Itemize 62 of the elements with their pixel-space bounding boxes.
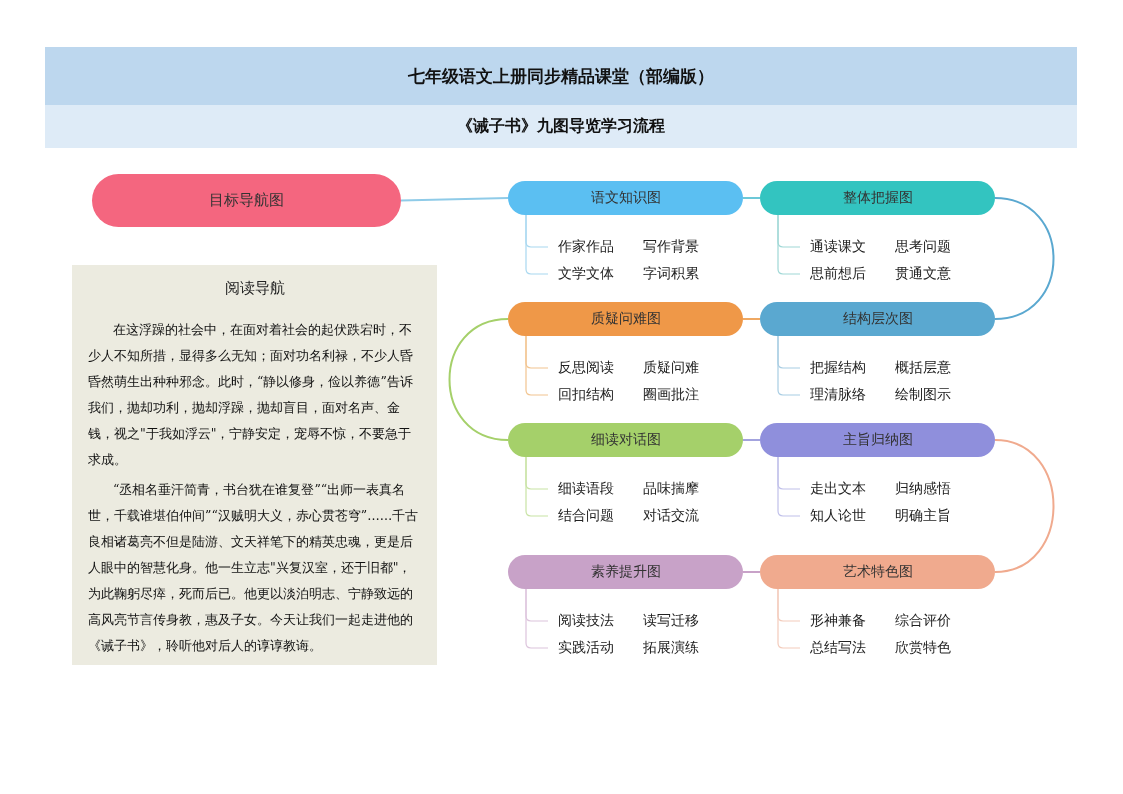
- branch-item: 拓展演练: [643, 639, 699, 657]
- branch-item: 细读语段: [558, 480, 614, 498]
- topic-pill: 质疑问难图: [508, 302, 743, 336]
- branch-line: [777, 588, 801, 649]
- branch-item: 欣赏特色: [895, 639, 951, 657]
- branch-item: 归纳感悟: [895, 480, 951, 498]
- connector-line: [448, 318, 509, 441]
- topic-pill: 语文知识图: [508, 181, 743, 215]
- branch-line: [777, 214, 801, 275]
- branch-item: 概括层意: [895, 359, 951, 377]
- panel-heading: 阅读导航: [223, 279, 286, 298]
- branch-item: 圈画批注: [643, 386, 699, 404]
- topic-pill: 目标导航图: [92, 174, 401, 227]
- branch-item: 质疑问难: [643, 359, 699, 377]
- connector-line: [994, 439, 1055, 573]
- branch-item: 阅读技法: [558, 612, 614, 630]
- connector-line: [742, 571, 761, 573]
- branch-item: 结合问题: [558, 507, 614, 525]
- branch-item: 对话交流: [643, 507, 699, 525]
- connector-line: [742, 197, 761, 199]
- connector-line: [742, 439, 761, 441]
- branch-item: 思考问题: [895, 238, 951, 256]
- branch-item: 反思阅读: [558, 359, 614, 377]
- topic-pill: 整体把握图: [760, 181, 995, 215]
- branch-item: 实践活动: [558, 639, 614, 657]
- topic-pill: 结构层次图: [760, 302, 995, 336]
- panel-paragraph: 在这浮躁的社会中，在面对着社会的起伏跌宕时，不少人不知所措，显得多么无知；面对功名利禄，不少人昏昏然萌生出种种邪念。此时，“静以修身，俭以养德”告诉我们，抛却功利，抛却浮躁，抛却盲目，面对名声、金钱，视之"于我如浮云"，宁静安定，宠辱不惊，不要急于求成。: [88, 321, 414, 469]
- branch-item: 知人论世: [810, 507, 866, 525]
- branch-item: 理清脉络: [810, 386, 866, 404]
- branch-item: 明确主旨: [895, 507, 951, 525]
- branch-item: 绘制图示: [895, 386, 951, 404]
- branch-line: [525, 588, 549, 649]
- topic-pill: 艺术特色图: [760, 555, 995, 589]
- branch-item: 走出文本: [810, 480, 866, 498]
- subtitle-banner: 《诫子书》九图导览学习流程: [45, 105, 1077, 148]
- branch-item: 文学文体: [558, 265, 614, 283]
- branch-item: 写作背景: [643, 238, 699, 256]
- branch-item: 综合评价: [895, 612, 951, 630]
- connector-line: [994, 197, 1055, 320]
- branch-item: 把握结构: [810, 359, 866, 377]
- panel-paragraph: “丞相名垂汗简青，书台犹在谁复登”“出师一表真名世，千载谁堪伯仲间”“汉贼明大义，赤心贯苍穹”……千古良相诸葛亮不但是陆游、文天祥笔下的精英忠魂，更是后人眼中的智慧化身。他一生立志"兴复汉室，还于旧都"，为此鞠躬尽瘁，死而后已。他更以淡泊明志、宁静致远的高风亮节言传身教，惠及子女。今天让我们一起走进他的《诫子书》，聆听他对后人的谆谆教诲。: [88, 481, 420, 655]
- branch-line: [525, 456, 549, 517]
- topic-pill: 素养提升图: [508, 555, 743, 589]
- branch-item: 总结写法: [810, 639, 866, 657]
- branch-line: [525, 335, 549, 396]
- connector-line: [400, 197, 509, 202]
- connector-line: [742, 318, 761, 320]
- branch-item: 通读课文: [810, 238, 866, 256]
- branch-item: 字词积累: [643, 265, 699, 283]
- topic-pill: 主旨归纳图: [760, 423, 995, 457]
- branch-item: 思前想后: [810, 265, 866, 283]
- topic-pill: 细读对话图: [508, 423, 743, 457]
- branch-item: 读写迁移: [643, 612, 699, 630]
- branch-line: [777, 456, 801, 517]
- branch-line: [777, 335, 801, 396]
- branch-line: [525, 214, 549, 275]
- branch-item: 品味揣摩: [643, 480, 699, 498]
- branch-item: 作家作品: [558, 238, 614, 256]
- title-banner: 七年级语文上册同步精品课堂（部编版）: [45, 47, 1077, 105]
- branch-item: 回扣结构: [558, 386, 614, 404]
- branch-item: 形神兼备: [810, 612, 866, 630]
- branch-item: 贯通文意: [895, 265, 951, 283]
